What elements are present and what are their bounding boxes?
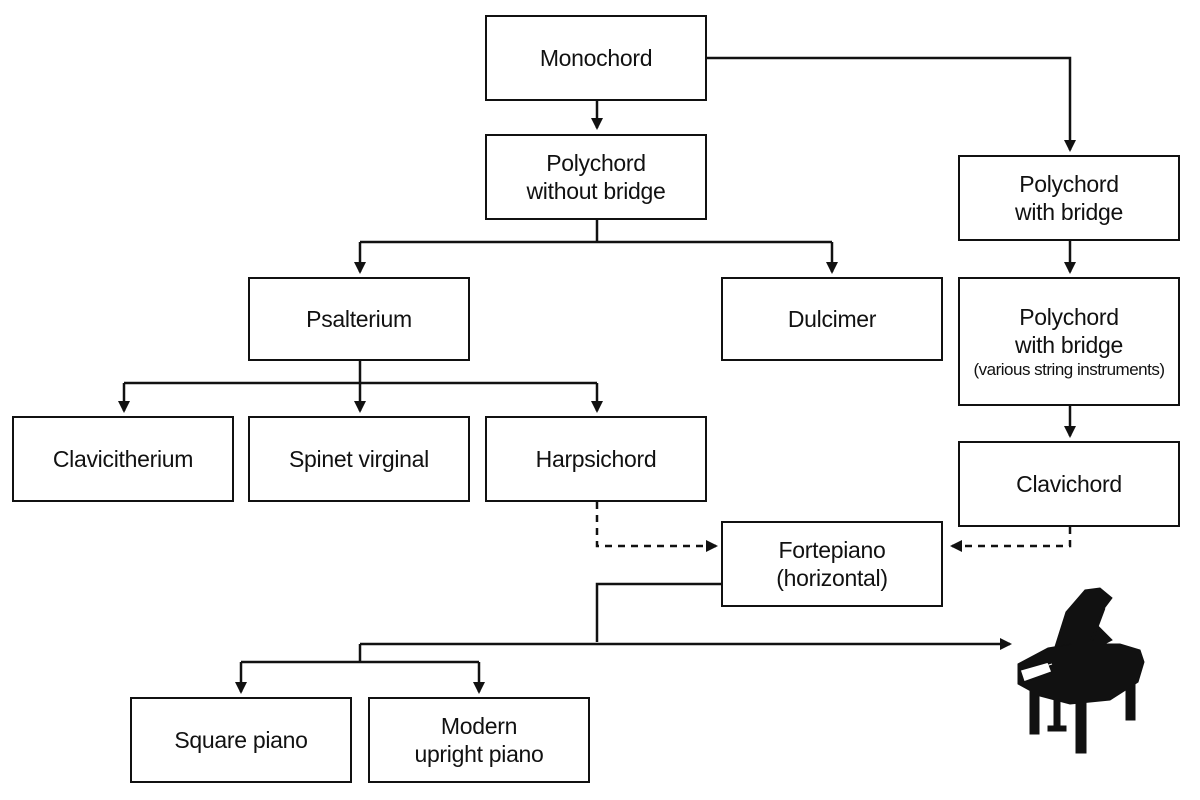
node-monochord: Monochord	[485, 15, 707, 101]
node-clavicitherium: Clavicitherium	[12, 416, 234, 502]
node-polychord-with-bridge-various: Polychord with bridge (various string in…	[958, 277, 1180, 406]
node-psalterium-line-1: Psalterium	[306, 306, 412, 332]
node-polychord-without-bridge: Polychord without bridge	[485, 134, 707, 220]
node-polychord-with-bridge-line-1: Polychord	[1019, 171, 1119, 197]
node-square-piano: Square piano	[130, 697, 352, 783]
edge-monochord-polychord-with-bridge	[706, 56, 1076, 152]
node-polychord-without-bridge-line-1: Polychord	[546, 150, 646, 176]
node-polychord-various-line-1: Polychord	[1019, 303, 1119, 330]
node-polychord-with-bridge-line-2: with bridge	[1015, 199, 1123, 225]
node-fortepiano-line-1: Fortepiano	[778, 537, 886, 563]
edge-harpsichord-fortepiano	[595, 502, 718, 552]
node-harpsichord-line-1: Harpsichord	[535, 446, 657, 472]
node-polychord-various-note: (various string instruments)	[973, 359, 1165, 379]
node-monochord-line-1: Monochord	[539, 45, 653, 71]
node-square-piano-line-1: Square piano	[174, 727, 308, 753]
node-modern-upright-piano-line-2: upright piano	[414, 741, 544, 767]
edge-clavichord-fortepiano	[950, 527, 1072, 552]
node-fortepiano-line-2: (horizontal)	[776, 565, 888, 591]
node-polychord-without-bridge-line-2: without bridge	[526, 178, 666, 204]
grand-piano-icon	[1017, 587, 1145, 754]
node-clavicitherium-line-1: Clavicitherium	[52, 446, 194, 472]
node-harpsichord: Harpsichord	[485, 416, 707, 502]
node-spinet-virginal-line-1: Spinet virginal	[289, 446, 429, 472]
node-polychord-with-bridge: Polychord with bridge	[958, 155, 1180, 241]
edge-fortepiano-stem	[595, 582, 722, 642]
node-spinet-virginal: Spinet virginal	[248, 416, 470, 502]
node-modern-upright-piano-line-1: Modern	[440, 713, 518, 739]
node-psalterium: Psalterium	[248, 277, 470, 361]
node-modern-upright-piano: Modern upright piano	[368, 697, 590, 783]
node-polychord-various-line-2: with bridge	[1015, 331, 1123, 358]
node-clavichord: Clavichord	[958, 441, 1180, 527]
node-fortepiano: Fortepiano (horizontal)	[721, 521, 943, 607]
node-dulcimer: Dulcimer	[721, 277, 943, 361]
node-dulcimer-line-1: Dulcimer	[787, 306, 877, 332]
node-clavichord-line-1: Clavichord	[1016, 471, 1122, 497]
